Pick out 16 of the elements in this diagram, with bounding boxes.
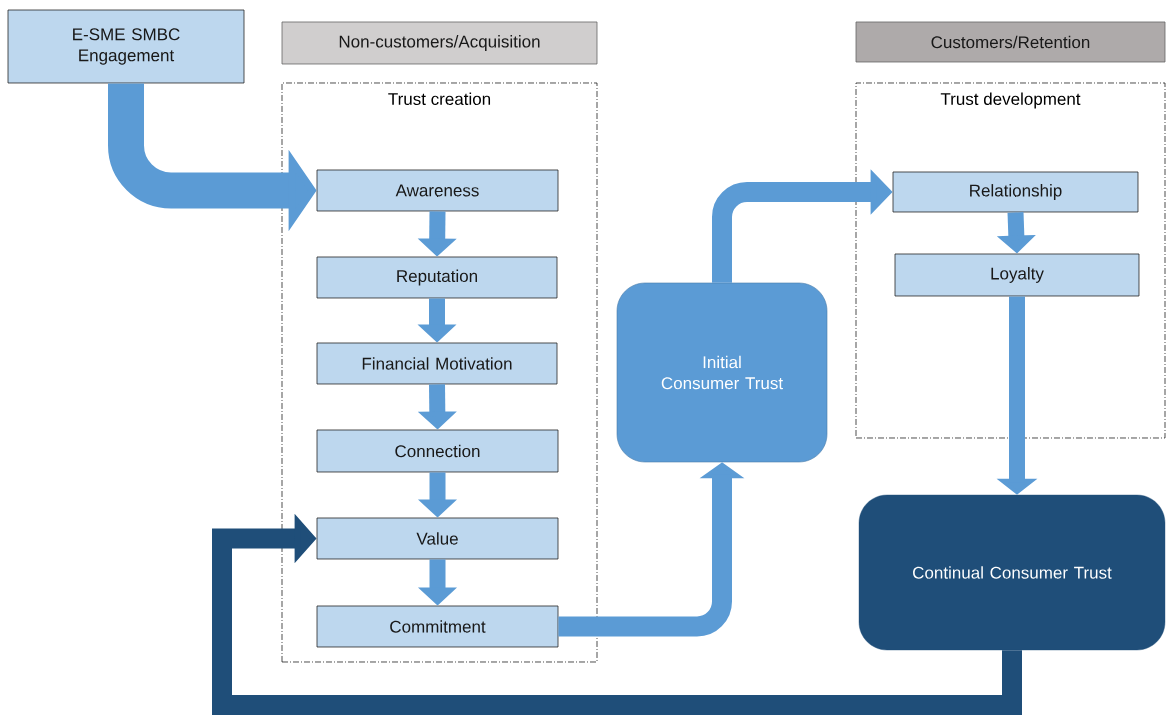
group-heading: Trust creation (388, 92, 491, 105)
process-box: E-SME SMBC Engagement (7, 9, 245, 84)
process-box: Awareness (316, 169, 559, 212)
stage-header: Customers/Retention (855, 21, 1166, 63)
stage-header: Non-customers/Acquisition (281, 21, 598, 65)
group-heading: Trust development (940, 92, 1081, 109)
process-box: Commitment (316, 605, 559, 648)
process-box: Loyalty (894, 253, 1140, 297)
block-arrow (212, 513, 1022, 715)
rounded-box: Continual Consumer Trust (858, 494, 1166, 651)
process-box: Relationship (892, 171, 1139, 213)
process-box: Value (316, 517, 559, 560)
process-box: Reputation (316, 256, 558, 299)
rounded-box: Initial Consumer Trust (616, 282, 828, 463)
process-box: Financial Motivation (316, 342, 558, 385)
process-box: Connection (316, 429, 559, 473)
